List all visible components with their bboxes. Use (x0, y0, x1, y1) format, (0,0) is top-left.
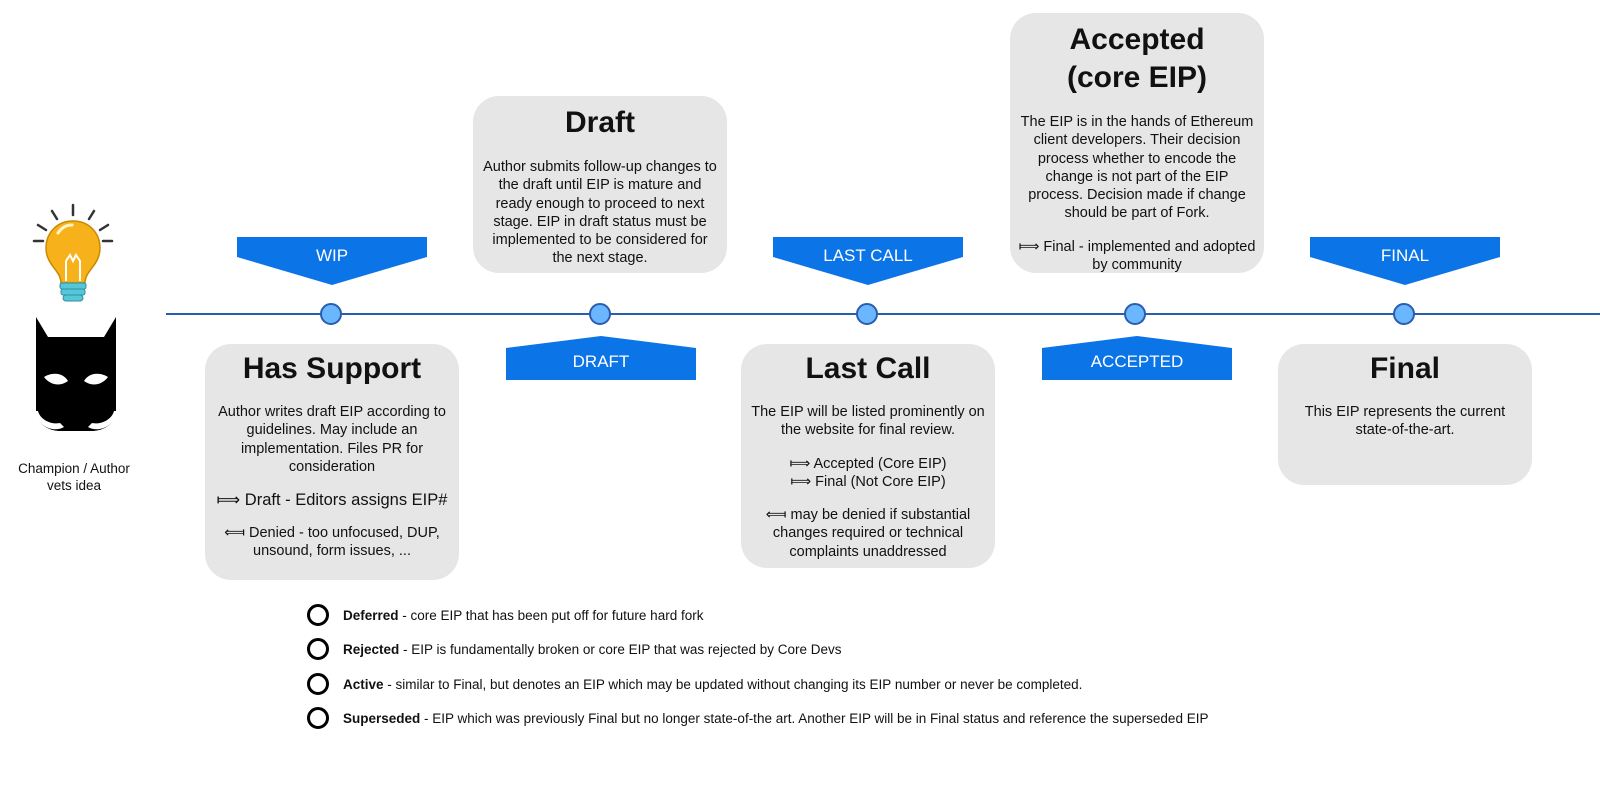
card-last-call-back: ⟽ may be denied if substantial changes r… (765, 507, 971, 560)
timeline-node-draft (589, 303, 611, 325)
flag-last-call-shape (773, 237, 963, 285)
timeline-node-last-call (856, 303, 878, 325)
champion-caption-line2: vets idea (46, 478, 102, 493)
card-draft-title: Draft (564, 106, 635, 139)
card-accepted-title-line2: (core EIP) (1066, 61, 1208, 94)
card-draft-body: Author submits follow-up changes to the … (483, 159, 717, 267)
card-last-call: Last Call The EIP will be listed promine… (741, 344, 995, 568)
flag-final-shape (1310, 237, 1500, 285)
flag-wip-shape (237, 237, 427, 285)
status-circle-icon (307, 638, 329, 660)
legend-item-rejected: Rejected - EIP is fundamentally broken o… (307, 635, 842, 663)
legend-desc: - EIP which was previously Final but no … (420, 710, 1209, 726)
legend-desc: - core EIP that has been put off for fut… (398, 607, 704, 623)
flag-last-call-label: LAST CALL (823, 246, 913, 265)
champion-caption-line1: Champion / Author (18, 461, 130, 476)
card-accepted: Accepted (core EIP) The EIP is in the ha… (1010, 13, 1264, 273)
card-accepted-next: ⟾ Final - implemented and adopted by com… (1018, 238, 1256, 273)
card-final-title: Final (1369, 352, 1440, 385)
card-has-support-next: ⟾ Draft - Editors assigns EIP# (216, 491, 448, 510)
timeline-line (166, 313, 1600, 315)
card-last-call-body: The EIP will be listed prominently on th… (751, 404, 985, 439)
legend-item-active: Active - similar to Final, but denotes a… (307, 670, 1082, 698)
status-circle-icon (307, 673, 329, 695)
flag-accepted-label: ACCEPTED (1090, 352, 1184, 371)
lightbulb-icon (32, 203, 114, 302)
flag-draft-shape (506, 336, 696, 380)
timeline-node-final (1393, 303, 1415, 325)
card-final-body: This EIP represents the current state-of… (1304, 404, 1506, 439)
champion-caption: Champion / Author vets idea (0, 460, 148, 494)
card-accepted-title-line1: Accepted (1069, 23, 1205, 56)
legend-term: Deferred (343, 607, 399, 623)
card-last-call-next2: ⟾ Final (Not Core EIP) (790, 473, 946, 490)
flag-draft-label: DRAFT (572, 352, 630, 371)
card-final: Final This EIP represents the current st… (1278, 344, 1532, 485)
flag-accepted-shape (1042, 336, 1232, 380)
card-has-support-back: ⟽ Denied - too unfocused, DUP, unsound, … (224, 525, 440, 560)
legend-term: Superseded (343, 710, 421, 726)
legend-term: Rejected (343, 641, 400, 657)
batman-mask-icon (34, 317, 118, 431)
flag-final-label: FINAL (1380, 246, 1430, 265)
card-last-call-next1: ⟾ Accepted (Core EIP) (789, 455, 947, 472)
timeline-node-accepted (1124, 303, 1146, 325)
card-has-support-title: Has Support (242, 352, 422, 385)
card-last-call-title: Last Call (805, 352, 931, 385)
legend-desc: - EIP is fundamentally broken or core EI… (399, 641, 842, 657)
card-draft: Draft Author submits follow-up changes t… (473, 96, 727, 273)
legend-desc: - similar to Final, but denotes an EIP w… (383, 676, 1083, 692)
legend-item-deferred: Deferred - core EIP that has been put of… (307, 601, 703, 629)
card-has-support: Has Support Author writes draft EIP acco… (205, 344, 459, 580)
timeline-node-wip (320, 303, 342, 325)
status-circle-icon (307, 604, 329, 626)
legend-item-superseded: Superseded - EIP which was previously Fi… (307, 704, 1208, 732)
flag-wip-label: WIP (315, 246, 349, 265)
legend-term: Active (343, 676, 384, 692)
card-accepted-body: The EIP is in the hands of Ethereum clie… (1020, 114, 1254, 222)
status-circle-icon (307, 707, 329, 729)
card-has-support-body: Author writes draft EIP according to gui… (218, 404, 446, 475)
